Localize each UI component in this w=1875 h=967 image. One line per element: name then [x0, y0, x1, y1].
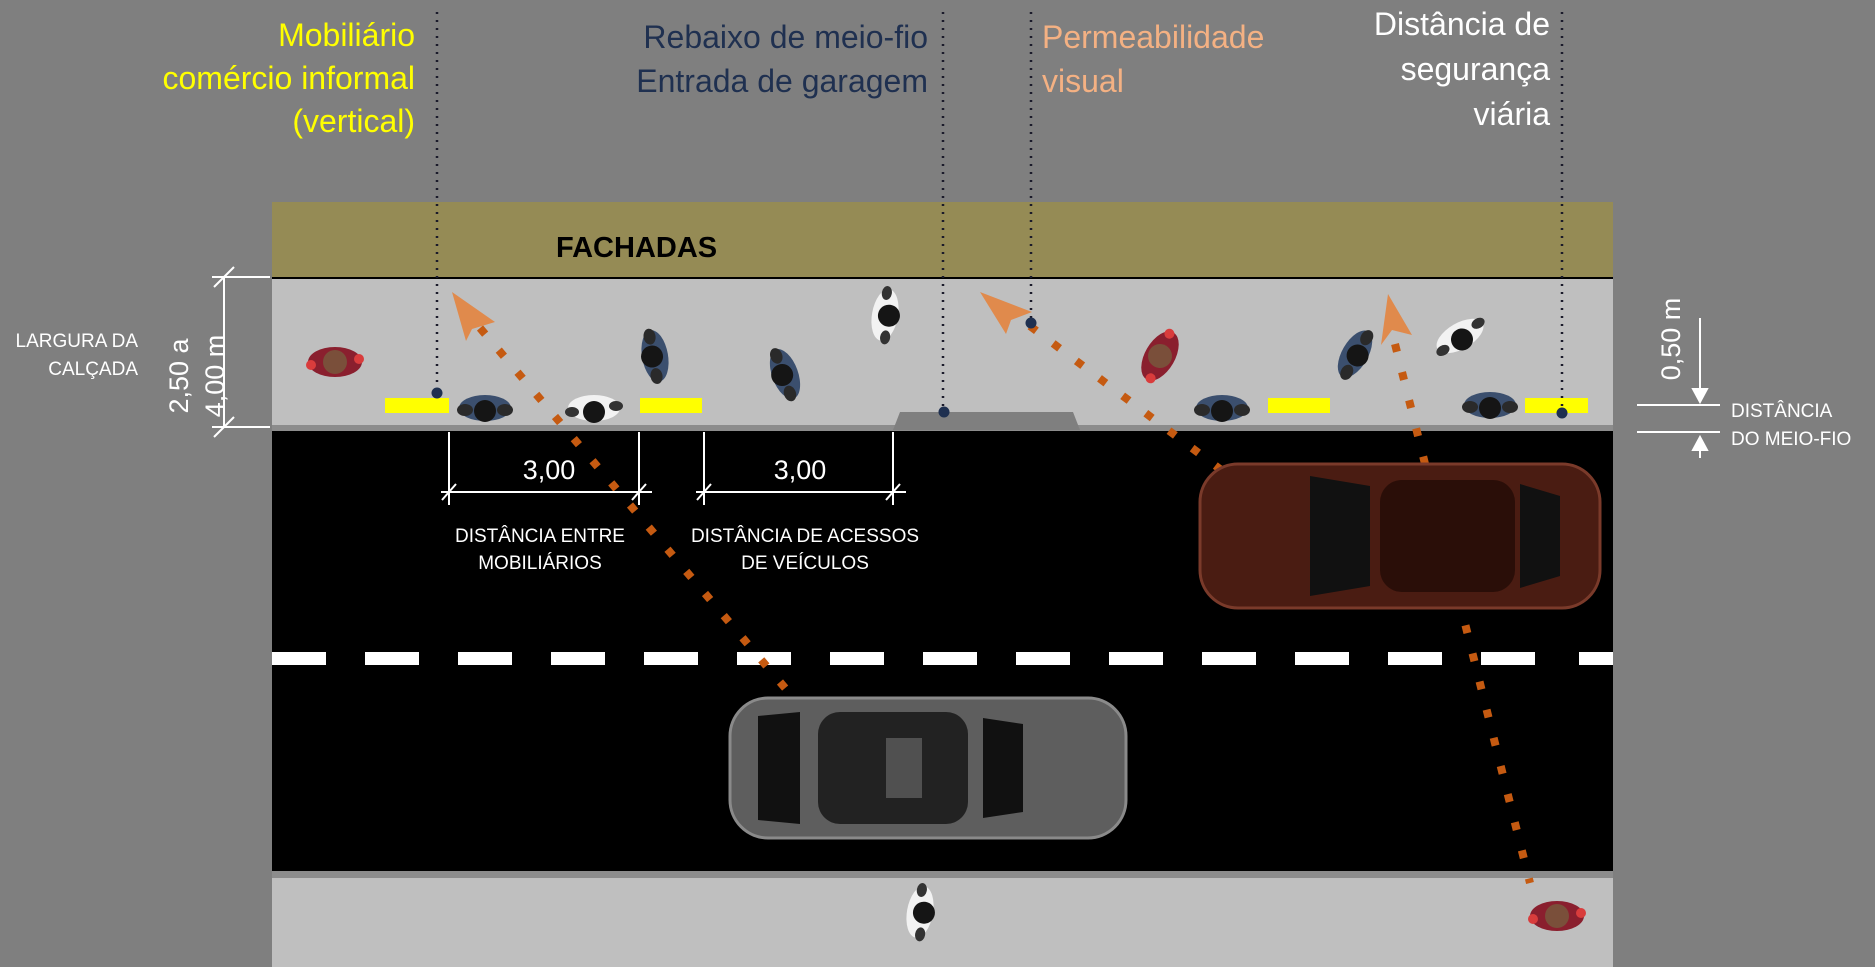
curb-ramp-label: Rebaixo de meio-fio Entrada de garagem: [636, 19, 928, 99]
access-distance-value: 3,00: [773, 455, 827, 485]
visual-permeability-label: Permeabilidade visual: [1042, 19, 1265, 99]
width-dimension: [212, 266, 270, 438]
sight-arrow-icon: [1381, 294, 1412, 345]
facades-label: FACHADAS: [556, 232, 718, 264]
leader-dots: [431, 317, 1568, 419]
access-distance-dimension: [696, 432, 906, 505]
curb-distance-value: 0,50 m: [1656, 297, 1686, 381]
facade-band: [272, 202, 1613, 278]
furniture-distance-dimension: [441, 432, 652, 505]
furniture-distance-value: 3,00: [522, 455, 576, 485]
road-safety-distance-label: Distância de segurança viária: [1373, 6, 1550, 132]
car-top-view-icon: [1198, 462, 1602, 610]
access-distance-label: DISTÂNCIA DE ACESSOS DE VEÍCULOS: [690, 526, 920, 574]
sidewalk-width-value: 2,50 a 4,00 m: [164, 334, 230, 418]
furniture-distance-label: DISTÂNCIA ENTRE MOBILIÁRIOS: [455, 526, 625, 574]
sight-lines: [476, 322, 1534, 884]
lane-dashes: [272, 652, 1613, 665]
car-top-view-icon: [728, 696, 1128, 840]
curb-ramp: [893, 412, 1080, 430]
sidewalk-width-label: LARGURA DA CALÇADA: [15, 331, 138, 380]
street-furniture: [385, 398, 1588, 413]
curb-line-bottom: [272, 871, 1613, 878]
curb-distance-label: DISTÂNCIA DO MEIO-FIO: [1731, 401, 1852, 450]
furniture-label: Mobiliário comércio informal (vertical): [162, 17, 415, 139]
sight-arrows: [452, 292, 1412, 345]
sight-arrow-icon: [452, 292, 495, 341]
curb-distance-dimension: [1637, 318, 1720, 458]
sight-arrow-icon: [980, 292, 1032, 334]
sidewalk-bottom: [272, 878, 1613, 967]
